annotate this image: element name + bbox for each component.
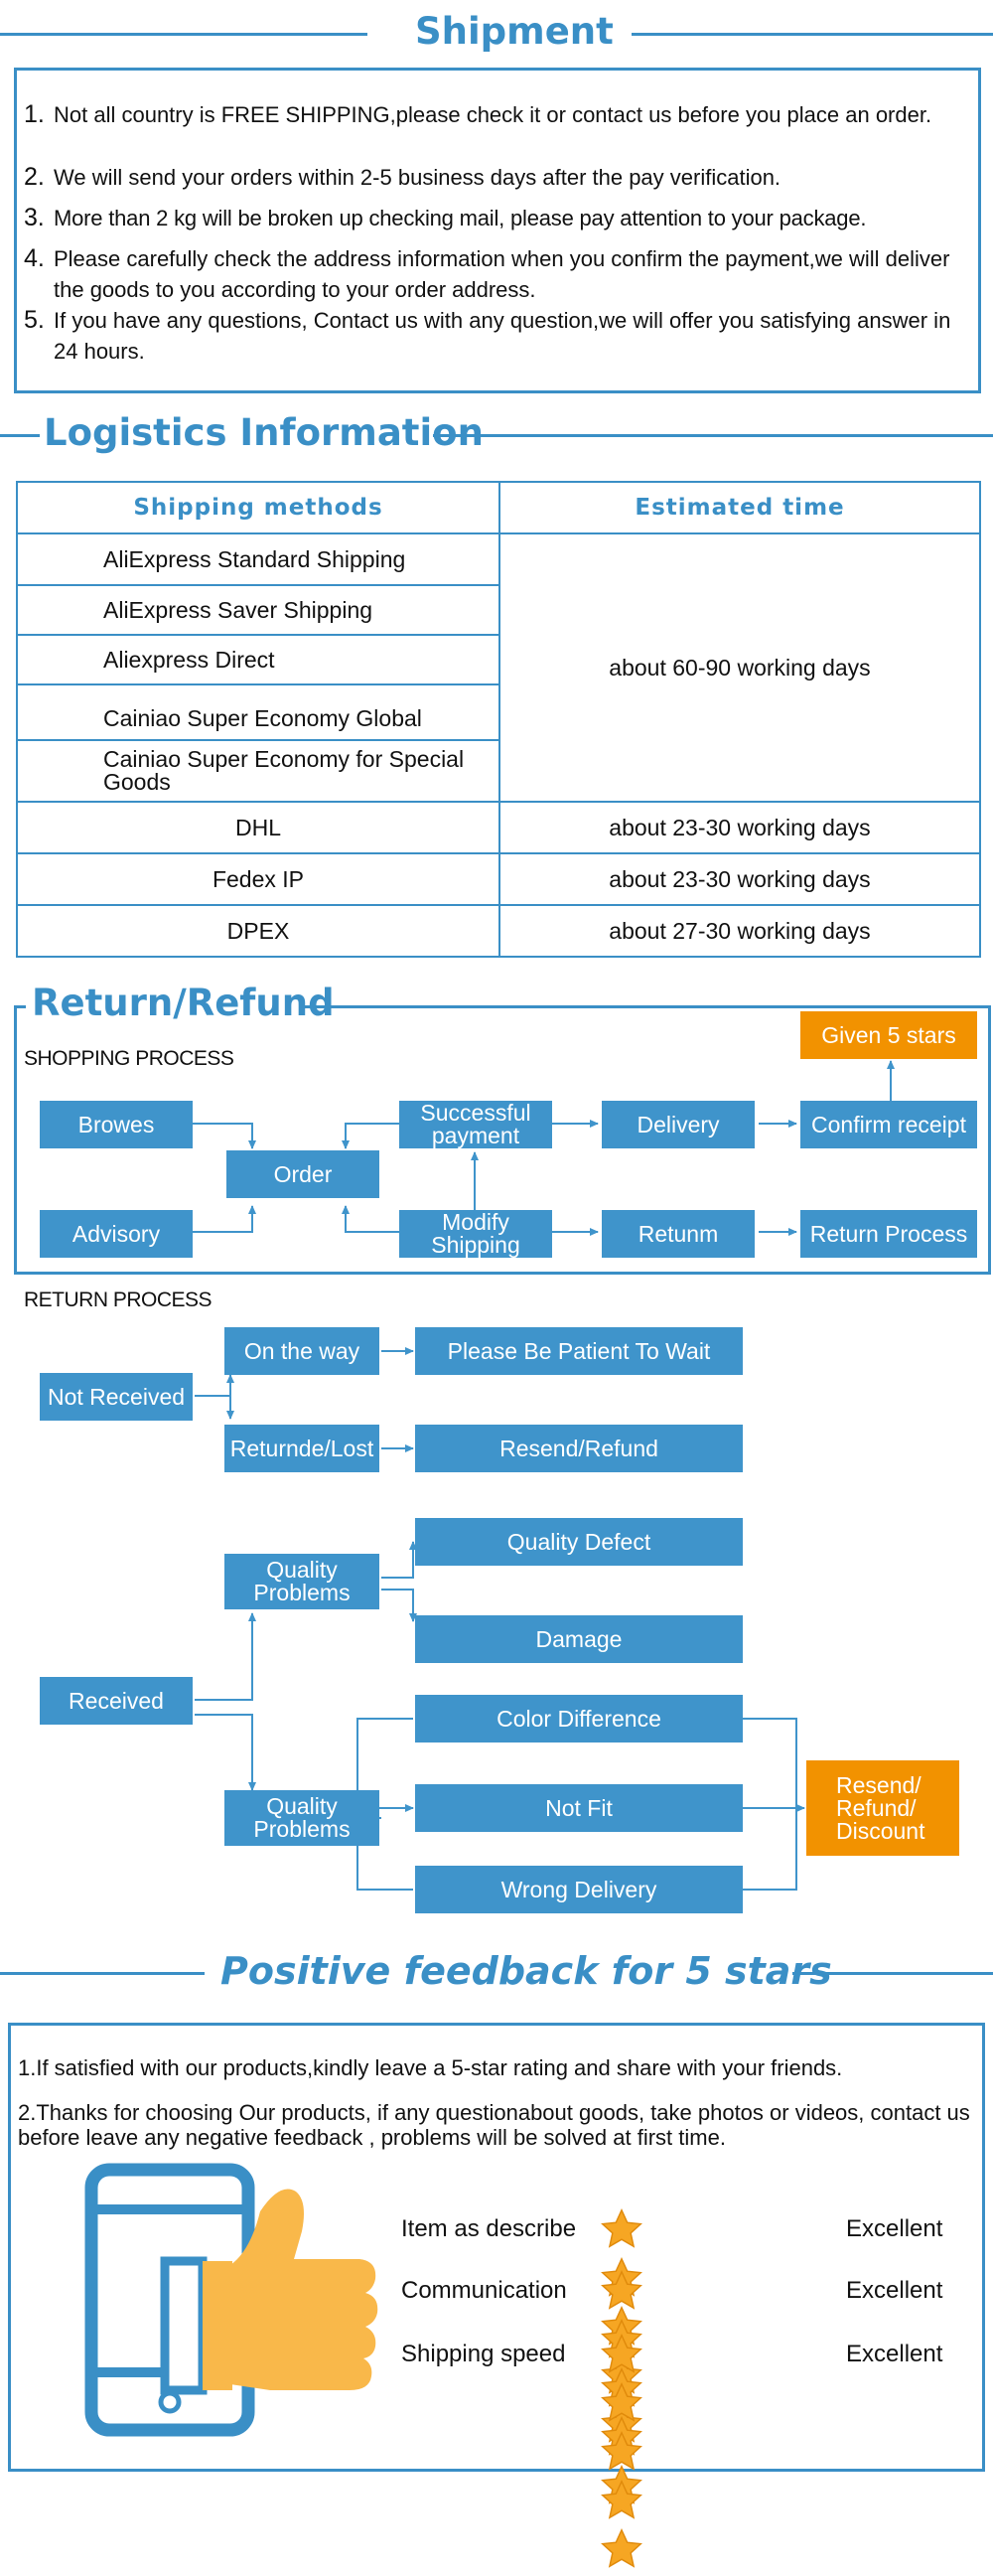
table-cell-method: DHL xyxy=(16,801,500,854)
table-cell-time: about 60-90 working days xyxy=(498,532,981,803)
flow-box-delivery: Delivery xyxy=(602,1101,755,1148)
flow-box-quality-problems: Quality Problems xyxy=(224,1554,379,1609)
logistics-divider-right xyxy=(433,434,993,437)
flow-box-successful-payment: Successful payment xyxy=(399,1101,552,1148)
shipment-item: 2.We will send your orders within 2-5 bu… xyxy=(24,163,781,191)
feedback-divider-left xyxy=(0,1972,205,1975)
shipment-divider-left xyxy=(0,33,367,36)
table-header: Shipping methods xyxy=(16,481,500,534)
feedback-item: 1.If satisfied with our products,kindly … xyxy=(18,2055,843,2080)
table-header: Estimated time xyxy=(498,481,981,534)
flow-box-received: Received xyxy=(40,1677,193,1725)
rating-value: Excellent xyxy=(846,2277,943,2304)
refund-divider-left xyxy=(14,1005,26,1008)
star-icon xyxy=(601,2381,642,2422)
flow-box-quality-defect: Quality Defect xyxy=(415,1518,743,1566)
table-cell-time: about 23-30 working days xyxy=(498,852,981,906)
rating-label: Item as describe xyxy=(401,2215,577,2242)
flow-box-order: Order xyxy=(226,1150,379,1198)
flow-box-resend-refund: Resend/Refund xyxy=(415,1425,743,1472)
shipment-title: Shipment xyxy=(415,10,614,53)
shipment-box xyxy=(14,68,981,393)
logistics-divider-left xyxy=(0,434,40,437)
table-cell-method: Cainiao Super Economy Global xyxy=(16,683,500,741)
star-icon xyxy=(601,2527,642,2568)
feedback-item: 2.Thanks for choosing Our products, if a… xyxy=(18,2100,970,2150)
shipment-item: 5.If you have any questions, Contact us … xyxy=(24,306,951,364)
star-icon xyxy=(601,2430,642,2471)
shipment-item: 3.More than 2 kg will be broken up check… xyxy=(24,204,867,231)
flow-box-advisory: Advisory xyxy=(40,1210,193,1258)
star-icon xyxy=(601,2479,642,2519)
flow-box-quality-problems: Quality Problems xyxy=(224,1790,379,1846)
shipment-item: 1.Not all country is FREE SHIPPING,pleas… xyxy=(24,100,932,128)
rating-value: Excellent xyxy=(846,2341,943,2367)
feedback-box xyxy=(8,2023,985,2472)
thumbs-up-phone-icon xyxy=(84,2163,378,2437)
flow-box-returnde-lost: Returnde/Lost xyxy=(224,1425,379,1472)
flow-box-not-fit: Not Fit xyxy=(415,1784,743,1832)
shipment-item: 4.Please carefully check the address inf… xyxy=(24,244,950,302)
star-icon xyxy=(601,2269,642,2310)
rating-value: Excellent xyxy=(846,2215,943,2242)
logistics-table: Shipping methods Estimated time AliExpre… xyxy=(16,481,981,958)
table-cell-method: Fedex IP xyxy=(16,852,500,906)
feedback-divider-right xyxy=(792,1972,993,1975)
shopping-process-label: SHOPPING PROCESS xyxy=(24,1047,234,1070)
flow-box-modify-shipping: Modify Shipping xyxy=(399,1210,552,1258)
flow-box-resend-refund-discount: Resend/ Refund/ Discount xyxy=(806,1760,959,1856)
flow-box-color-difference: Color Difference xyxy=(415,1695,743,1743)
flow-box-given-stars: Given 5 stars xyxy=(800,1011,977,1059)
flow-box-on-the-way: On the way xyxy=(224,1327,379,1375)
table-cell-method: Cainiao Super Economy for Special Goods xyxy=(16,739,500,803)
flow-box-confirm-receipt: Confirm receipt xyxy=(800,1101,977,1148)
flow-box-browes: Browes xyxy=(40,1101,193,1148)
flow-box-please-be-patient: Please Be Patient To Wait xyxy=(415,1327,743,1375)
shipment-divider-right xyxy=(632,33,993,36)
shopping-process-box xyxy=(14,1006,991,1275)
star-rating xyxy=(600,2333,646,2576)
return-process-label: RETURN PROCESS xyxy=(24,1288,213,1311)
flow-box-wrong-delivery: Wrong Delivery xyxy=(415,1866,743,1913)
star-icon xyxy=(601,2207,642,2248)
star-icon xyxy=(601,2333,642,2373)
table-cell-method: Aliexpress Direct xyxy=(16,634,500,685)
flow-box-return-process: Return Process xyxy=(800,1210,977,1258)
flow-box-not-received: Not Received xyxy=(40,1373,193,1421)
rating-label: Communication xyxy=(401,2277,567,2304)
table-cell-method: AliExpress Standard Shipping xyxy=(16,532,500,586)
refund-title: Return/Refund xyxy=(32,982,335,1024)
table-cell-method: AliExpress Saver Shipping xyxy=(16,584,500,636)
table-cell-time: about 23-30 working days xyxy=(498,801,981,854)
feedback-title: Positive feedback for 5 stars xyxy=(220,1949,832,1993)
table-cell-time: about 27-30 working days xyxy=(498,904,981,958)
table-cell-method: DPEX xyxy=(16,904,500,958)
refund-divider-right xyxy=(302,1005,991,1008)
flow-box-damage: Damage xyxy=(415,1615,743,1663)
rating-label: Shipping speed xyxy=(401,2341,566,2367)
logistics-title: Logistics Information xyxy=(44,411,484,454)
flow-box-retunm: Retunm xyxy=(602,1210,755,1258)
